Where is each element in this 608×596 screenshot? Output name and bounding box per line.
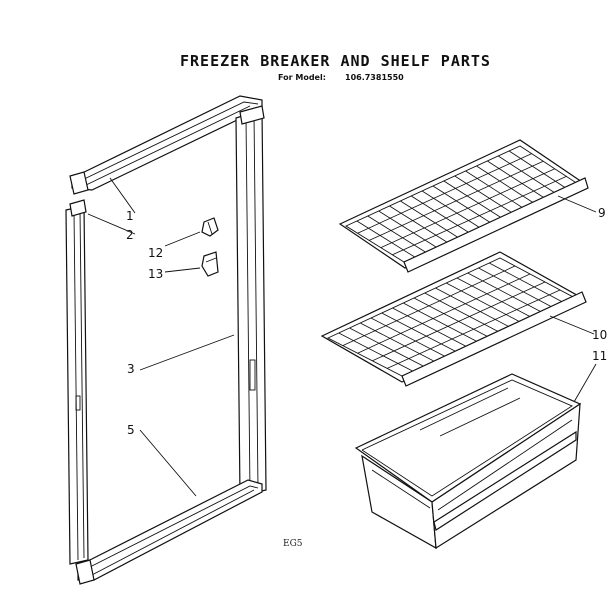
shelf-wire (467, 272, 543, 313)
shelf-wire (387, 289, 561, 369)
callout-11: 11 (592, 349, 608, 363)
shelf-wire (446, 282, 522, 323)
shelf-wire (456, 277, 532, 318)
shelf-wire (421, 190, 481, 229)
shelf-wire (411, 195, 470, 234)
shelf-wire (400, 200, 459, 238)
leader-1 (109, 177, 136, 214)
callout-3: 3 (127, 362, 135, 376)
part-3-right-vertical-strip (235, 105, 267, 497)
shelf-wire (378, 210, 437, 248)
model-number: 106.7381550 (345, 73, 404, 82)
callout-2: 2 (126, 228, 134, 242)
shelf-wire (357, 153, 532, 234)
shelf-wire (381, 312, 457, 352)
shelf-wire (369, 160, 544, 241)
shelf-wire (357, 273, 531, 354)
leader-2 (87, 213, 136, 235)
part-12-clip (201, 217, 219, 237)
part-13-bracket (201, 251, 219, 277)
callout-1: 1 (126, 209, 134, 223)
leader-13 (164, 267, 201, 273)
shelf-wire (370, 317, 446, 357)
leader-5 (139, 429, 197, 497)
shelf-wire (508, 150, 568, 190)
part-1-top-breaker-strip (69, 95, 263, 195)
shelf-wire (342, 265, 516, 346)
shelf-wire (349, 327, 424, 367)
part-9-upper-wire-shelf (338, 139, 589, 273)
callout-5: 5 (127, 423, 135, 437)
callout-9: 9 (598, 206, 606, 220)
shelf-wire (487, 160, 546, 199)
part-2-left-vertical-strip (65, 199, 89, 565)
shelf-wire (392, 307, 468, 348)
shelf-wire (413, 297, 489, 338)
part-10-lower-wire-shelf (320, 251, 587, 387)
shelf-wire (432, 185, 492, 224)
shelf-wire (465, 170, 524, 209)
shelf-wire (360, 322, 435, 362)
leader-9 (557, 195, 597, 213)
shelf-wire (443, 180, 503, 219)
callout-10: 10 (592, 328, 608, 342)
shelf-wire (403, 302, 478, 343)
shelf-wire (392, 176, 567, 256)
shelf-wire (498, 155, 557, 195)
shelf-9-wire-grid (356, 150, 568, 258)
leader-lines (87, 177, 597, 497)
shelf-wire (476, 165, 535, 204)
shelf-wire (338, 332, 413, 372)
model-label: For Model: (278, 73, 326, 82)
leader-12 (164, 231, 201, 247)
part-11-crisper-pan (354, 373, 582, 550)
leader-10 (549, 315, 595, 335)
leader-11 (573, 363, 597, 403)
shelf-10-wire-grid (338, 262, 565, 372)
part-5-bottom-breaker-strip (75, 479, 263, 585)
page-code: EG5 (283, 539, 303, 549)
shelf-wire (424, 292, 500, 333)
callout-13: 13 (148, 267, 164, 281)
shelf-wire (435, 287, 511, 328)
leader-3 (139, 334, 235, 371)
shelf-wire (478, 267, 554, 309)
shelf-wire (372, 281, 546, 362)
shelf-wire (356, 220, 416, 258)
shelf-wire (389, 205, 448, 243)
shelf-wire (367, 215, 426, 253)
shelf-wire (380, 168, 555, 248)
shelf-wire (489, 262, 565, 304)
shelf-wire (454, 175, 513, 214)
diagram-title: FREEZER BREAKER AND SHELF PARTS (180, 52, 491, 70)
callout-12: 12 (148, 246, 164, 260)
